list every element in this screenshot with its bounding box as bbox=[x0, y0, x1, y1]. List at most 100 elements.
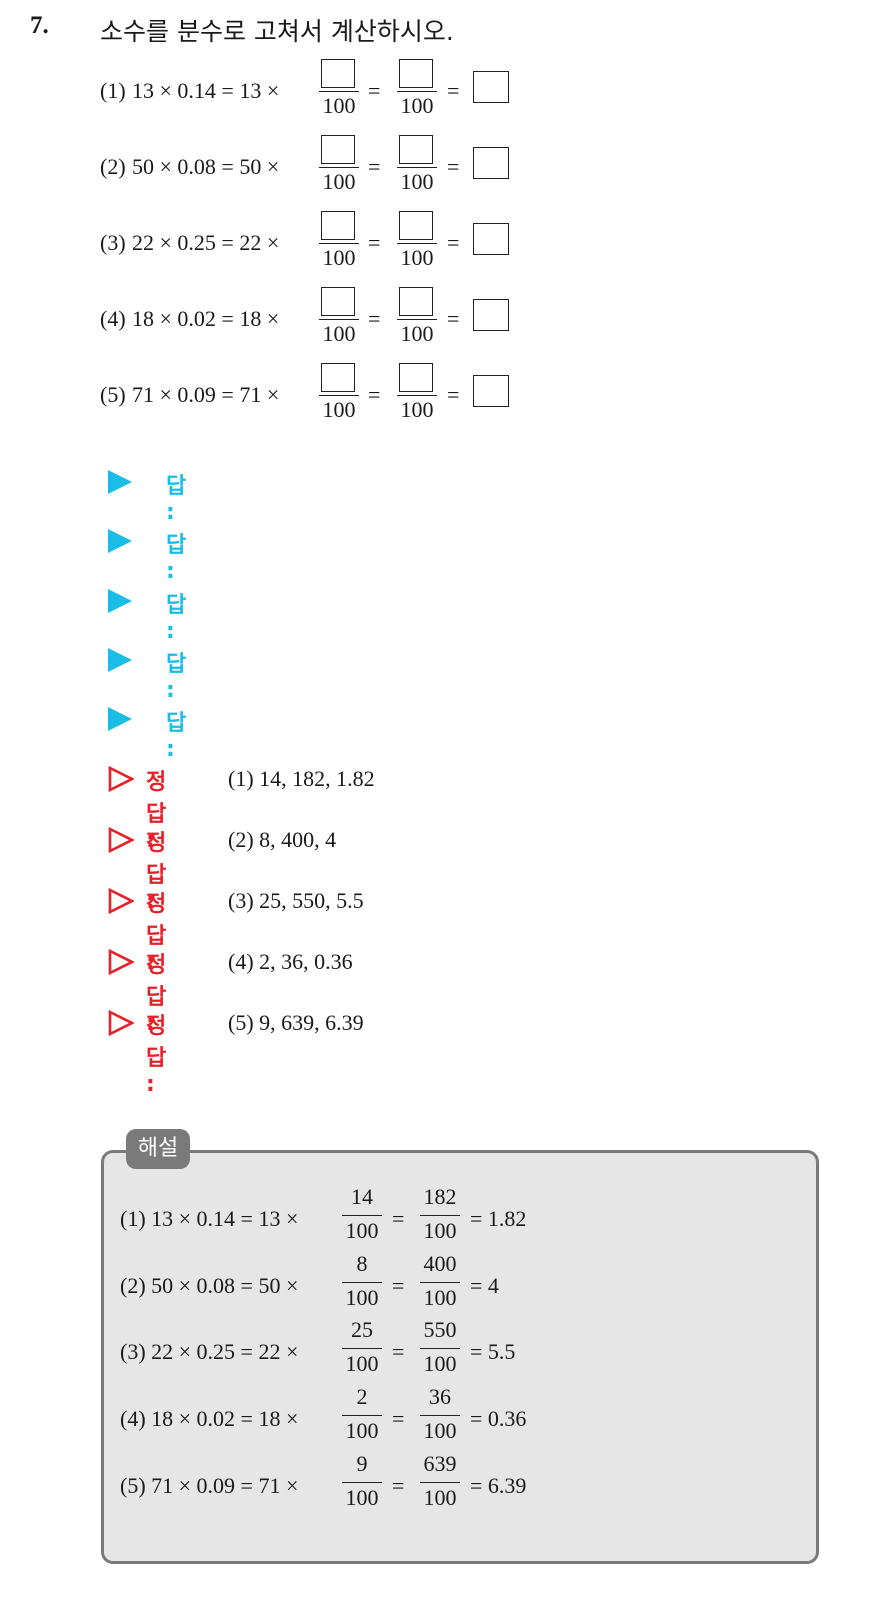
denominator: 100 bbox=[423, 1485, 457, 1510]
denominator: 100 bbox=[400, 245, 434, 270]
explanation-panel bbox=[101, 1150, 819, 1564]
numerator-blank[interactable] bbox=[399, 135, 433, 164]
explanation-expression: (1) 13 × 0.14 = 13 × bbox=[120, 1206, 299, 1231]
fraction-blank: 100 bbox=[319, 208, 359, 278]
fraction-blank: 100 bbox=[319, 360, 359, 430]
equals-sign: = bbox=[447, 78, 460, 103]
equals-sign: = bbox=[368, 154, 381, 179]
question-text: 소수를 분수로 고쳐서 계산하시오. bbox=[100, 17, 454, 46]
explanation-expression: (4) 18 × 0.02 = 18 × bbox=[120, 1406, 299, 1431]
solution-value: (1) 14, 182, 1.82 bbox=[228, 766, 375, 791]
answer-blank[interactable] bbox=[473, 299, 509, 331]
answer-label: 답 : bbox=[166, 533, 187, 584]
problem-label: (1) bbox=[100, 78, 126, 103]
numerator: 639 bbox=[423, 1451, 457, 1476]
numerator: 8 bbox=[356, 1251, 368, 1276]
numerator: 550 bbox=[423, 1317, 457, 1342]
denominator: 100 bbox=[322, 321, 356, 346]
numerator-blank[interactable] bbox=[399, 363, 433, 392]
fraction-blank: 100 bbox=[397, 56, 437, 126]
numerator: 9 bbox=[356, 1451, 368, 1476]
play-triangle-icon bbox=[108, 529, 132, 553]
solution-label: 정답 : bbox=[146, 770, 167, 853]
denominator: 100 bbox=[345, 1418, 379, 1443]
fraction-blank: 100 bbox=[397, 132, 437, 202]
numerator-blank[interactable] bbox=[321, 287, 355, 316]
problem-expression: 71 × 0.09 = 71 × bbox=[132, 382, 280, 407]
fraction-blank: 100 bbox=[397, 360, 437, 430]
play-triangle-icon bbox=[108, 648, 132, 672]
equals-sign: = bbox=[392, 1473, 405, 1498]
equals-sign: = bbox=[447, 306, 460, 331]
explanation-tab: 해설 bbox=[126, 1129, 190, 1169]
solution-value: (3) 25, 550, 5.5 bbox=[228, 888, 364, 913]
result: = 6.39 bbox=[470, 1473, 527, 1498]
problem-expression: 13 × 0.14 = 13 × bbox=[132, 78, 280, 103]
numerator-blank[interactable] bbox=[321, 59, 355, 88]
result: = 0.36 bbox=[470, 1406, 527, 1431]
answer-label: 답 : bbox=[166, 652, 187, 703]
result: = 4 bbox=[470, 1273, 499, 1298]
denominator: 100 bbox=[423, 1418, 457, 1443]
answer-blank[interactable] bbox=[473, 223, 509, 255]
answer-label: 답 : bbox=[166, 711, 187, 762]
equals-sign: = bbox=[392, 1206, 405, 1231]
explanation-expression: (5) 71 × 0.09 = 71 × bbox=[120, 1473, 299, 1498]
numerator: 182 bbox=[423, 1184, 457, 1209]
solution-label: 정답 : bbox=[146, 1014, 167, 1097]
outline-triangle-icon bbox=[108, 766, 134, 792]
numerator-blank[interactable] bbox=[321, 135, 355, 164]
denominator: 100 bbox=[400, 93, 434, 118]
solution-value: (2) 8, 400, 4 bbox=[228, 827, 337, 852]
numerator-blank[interactable] bbox=[321, 211, 355, 240]
outline-triangle-icon bbox=[108, 949, 134, 975]
denominator: 100 bbox=[345, 1351, 379, 1376]
solution-value: (5) 9, 639, 6.39 bbox=[228, 1010, 364, 1035]
numerator: 2 bbox=[356, 1384, 368, 1409]
explanation-expression: (3) 22 × 0.25 = 22 × bbox=[120, 1339, 299, 1364]
numerator-blank[interactable] bbox=[321, 363, 355, 392]
fraction-blank: 100 bbox=[397, 284, 437, 354]
denominator: 100 bbox=[345, 1485, 379, 1510]
answer-blank[interactable] bbox=[473, 147, 509, 179]
fraction-blank: 100 bbox=[397, 208, 437, 278]
result: = 1.82 bbox=[470, 1206, 527, 1231]
equals-sign: = bbox=[447, 230, 460, 255]
equals-sign: = bbox=[368, 230, 381, 255]
solution-label: 정답 : bbox=[146, 892, 167, 975]
numerator: 14 bbox=[351, 1184, 373, 1209]
equals-sign: = bbox=[368, 306, 381, 331]
equals-sign: = bbox=[392, 1273, 405, 1298]
numerator-blank[interactable] bbox=[399, 287, 433, 316]
explanation-expression: (2) 50 × 0.08 = 50 × bbox=[120, 1273, 299, 1298]
problem-expression: 50 × 0.08 = 50 × bbox=[132, 154, 280, 179]
numerator-blank[interactable] bbox=[399, 59, 433, 88]
fraction-blank: 100 bbox=[319, 132, 359, 202]
solution-label: 정답 : bbox=[146, 953, 167, 1036]
equals-sign: = bbox=[368, 382, 381, 407]
outline-triangle-icon bbox=[108, 1010, 134, 1036]
play-triangle-icon bbox=[108, 589, 132, 613]
denominator: 100 bbox=[423, 1285, 457, 1310]
outline-triangle-icon bbox=[108, 827, 134, 853]
denominator: 100 bbox=[322, 93, 356, 118]
problem-expression: 22 × 0.25 = 22 × bbox=[132, 230, 280, 255]
answer-label: 답 : bbox=[166, 593, 187, 644]
equals-sign: = bbox=[447, 154, 460, 179]
numerator: 36 bbox=[429, 1384, 451, 1409]
problem-label: (2) bbox=[100, 154, 126, 179]
answer-blank[interactable] bbox=[473, 71, 509, 103]
denominator: 100 bbox=[400, 321, 434, 346]
answer-blank[interactable] bbox=[473, 375, 509, 407]
numerator-blank[interactable] bbox=[399, 211, 433, 240]
denominator: 100 bbox=[322, 397, 356, 422]
